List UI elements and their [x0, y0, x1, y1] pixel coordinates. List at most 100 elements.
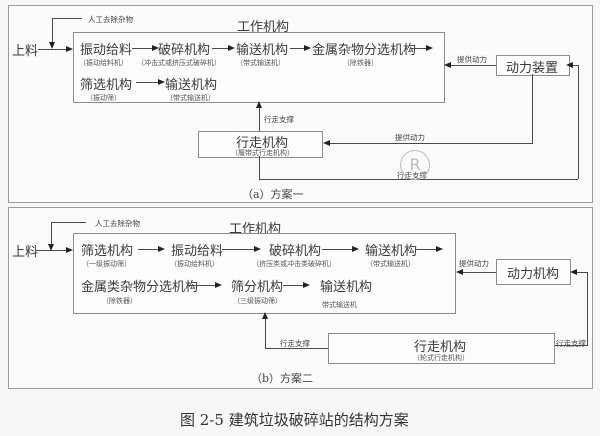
scheme-a-manual-v — [52, 18, 53, 42]
scheme-a-input-arrow — [66, 46, 73, 52]
scheme-b-arrow-line-2 — [222, 249, 256, 250]
scheme-a-node-feed: 振动给料 — [80, 43, 133, 58]
scheme-a-walk-up-arrow — [256, 101, 262, 108]
scheme-b-support-right-label: 行走支撑 — [556, 339, 586, 348]
scheme-b-power-arrow — [456, 269, 463, 275]
scheme-a-arrow-line-4 — [410, 48, 428, 49]
scheme-b-walk-box — [328, 333, 555, 364]
scheme-a-input-label: 上料 — [12, 44, 39, 59]
scheme-a-manual-label: 人工去除杂物 — [88, 15, 133, 24]
scheme-b-power-unit: 动力机构 — [507, 267, 560, 282]
registered-watermark-icon: R — [400, 150, 430, 180]
scheme-b-node-convey2-sub: 带式输送机 — [322, 301, 357, 309]
scheme-a-power-arrow — [444, 62, 451, 68]
scheme-b-power-box — [496, 259, 571, 285]
scheme-b-support-right-v — [587, 272, 588, 345]
scheme-a-node-feed-sub: （振动给料机） — [79, 59, 128, 67]
scheme-a-power-down — [532, 74, 533, 143]
scheme-a-manual-arrow — [49, 42, 55, 49]
scheme-a-node-screen-sub: （振动筛） — [86, 94, 121, 102]
scheme-a-arrow-4 — [426, 45, 433, 51]
scheme-a-power-walk-label: 提供动力 — [395, 133, 425, 142]
scheme-b-arrow-2 — [254, 246, 261, 252]
scheme-a-support-right-v — [578, 65, 579, 179]
scheme-b-caption: （b）方案二 — [251, 372, 314, 385]
scheme-b-manual-h — [51, 222, 86, 223]
scheme-a-input-line — [38, 49, 66, 50]
scheme-b-input-label: 上料 — [12, 245, 39, 260]
scheme-a-support-bottom-v — [259, 156, 260, 179]
scheme-a-node-metal: 金属杂物分选机构 — [312, 43, 417, 58]
scheme-b-power-line — [463, 272, 496, 273]
scheme-a-arrow-5 — [158, 79, 165, 85]
scheme-a-work-title: 工作机构 — [237, 20, 290, 35]
scheme-a-node-convey: 输送机构 — [236, 43, 289, 58]
scheme-b-arrow-line-3 — [322, 249, 354, 250]
scheme-b-manual-v — [51, 222, 52, 244]
scheme-b-manual-label: 人工去除杂物 — [95, 219, 140, 228]
scheme-b-node-crush: 破碎机构 — [269, 244, 322, 259]
scheme-b-power-label: 提供动力 — [459, 259, 489, 268]
scheme-b-support-right-bottom — [554, 345, 588, 346]
scheme-a-node-crush-sub: （冲击式或挤压式破碎机） — [137, 59, 221, 67]
scheme-a-power-unit: 动力装置 — [506, 61, 559, 76]
scheme-b-support-left-arrow — [262, 312, 268, 319]
scheme-b-node-crush-sub: （挤压类或冲击类破碎机） — [252, 260, 336, 268]
scheme-b-node-metal-sub: （除铁器） — [102, 297, 137, 305]
scheme-a-node-screen: 筛选机构 — [80, 78, 133, 93]
scheme-b-node-convey2: 输送机构 — [320, 280, 373, 295]
scheme-a-power-to-walk — [330, 143, 533, 144]
scheme-b-arrow-line-1 — [138, 249, 160, 250]
scheme-b-arrow-3 — [352, 246, 359, 252]
scheme-b-node-convey-sub: （带式输送机） — [366, 260, 415, 268]
scheme-a-support-right-h — [572, 65, 579, 66]
scheme-b-support-left-h — [265, 348, 328, 349]
scheme-a-power-walk-arrow — [323, 140, 330, 146]
scheme-b-arrow-line-4 — [416, 249, 438, 250]
scheme-a-walk-up — [259, 107, 260, 131]
scheme-a-power-line — [450, 65, 496, 66]
scheme-a-node-convey2-sub: （带式输送机） — [166, 94, 215, 102]
figure-caption: 图 2-5 建筑垃圾破碎站的结构方案 — [180, 411, 409, 429]
scheme-a-arrow-2 — [228, 45, 235, 51]
scheme-a-walk-box — [198, 131, 323, 158]
scheme-b-node-feed-sub: （振动给料机） — [170, 260, 219, 268]
scheme-a-arrow-1 — [152, 45, 159, 51]
scheme-b-manual-arrow — [48, 244, 54, 251]
scheme-a-walk-name: 行走机构 — [236, 136, 289, 151]
scheme-b-support-left-label: 行走支撑 — [280, 339, 310, 348]
scheme-b-arrow-6 — [303, 282, 310, 288]
scheme-a-walk-support-label: 行走支撑 — [264, 115, 294, 124]
scheme-b-arrow-line-6 — [283, 285, 305, 286]
scheme-b-walk-name: 行走机构 — [414, 340, 467, 355]
scheme-a-arrow-line-1 — [132, 48, 152, 49]
scheme-b-arrow-line-5 — [187, 285, 217, 286]
scheme-b-input-arrow — [66, 247, 73, 253]
scheme-a-node-convey2: 输送机构 — [165, 78, 218, 93]
scheme-b-support-right-h — [576, 272, 587, 273]
scheme-a-support-arrow — [566, 62, 573, 68]
scheme-a-manual-h — [52, 18, 82, 19]
scheme-a-node-convey-sub: （带式输送机） — [236, 59, 285, 67]
scheme-b-node-convey: 输送机构 — [365, 244, 418, 259]
scheme-b-node-screen1-sub: （一级振动筛） — [82, 260, 131, 268]
scheme-b-work-box — [73, 233, 456, 314]
scheme-b-node-feed: 振动给料 — [171, 244, 224, 259]
scheme-b-arrow-5 — [215, 282, 222, 288]
scheme-a-arrow-3 — [304, 45, 311, 51]
scheme-b-node-metal: 金属类杂物分选机构 — [81, 280, 199, 295]
scheme-a-arrow-line-3 — [290, 48, 306, 49]
scheme-a-node-crush: 破碎机构 — [158, 43, 211, 58]
scheme-b-support-right-arrow — [570, 269, 577, 275]
scheme-a-arrow-line-2 — [212, 48, 230, 49]
scheme-b-node-screen3-sub: （三级振动筛） — [233, 297, 282, 305]
scheme-a-power-label: 提供动力 — [457, 55, 487, 64]
scheme-b-support-left-v — [265, 318, 266, 348]
scheme-b-arrow-4 — [436, 246, 443, 252]
scheme-a-walk-sub: （履带式行走机构） — [231, 149, 294, 157]
scheme-b-arrow-1 — [158, 246, 165, 252]
scheme-a-arrow-line-5 — [136, 82, 160, 83]
scheme-a-caption: （a）方案一 — [242, 188, 304, 201]
scheme-b-walk-sub: （轮式行走机构） — [413, 354, 469, 362]
scheme-b-node-screen1: 筛选机构 — [81, 244, 134, 259]
